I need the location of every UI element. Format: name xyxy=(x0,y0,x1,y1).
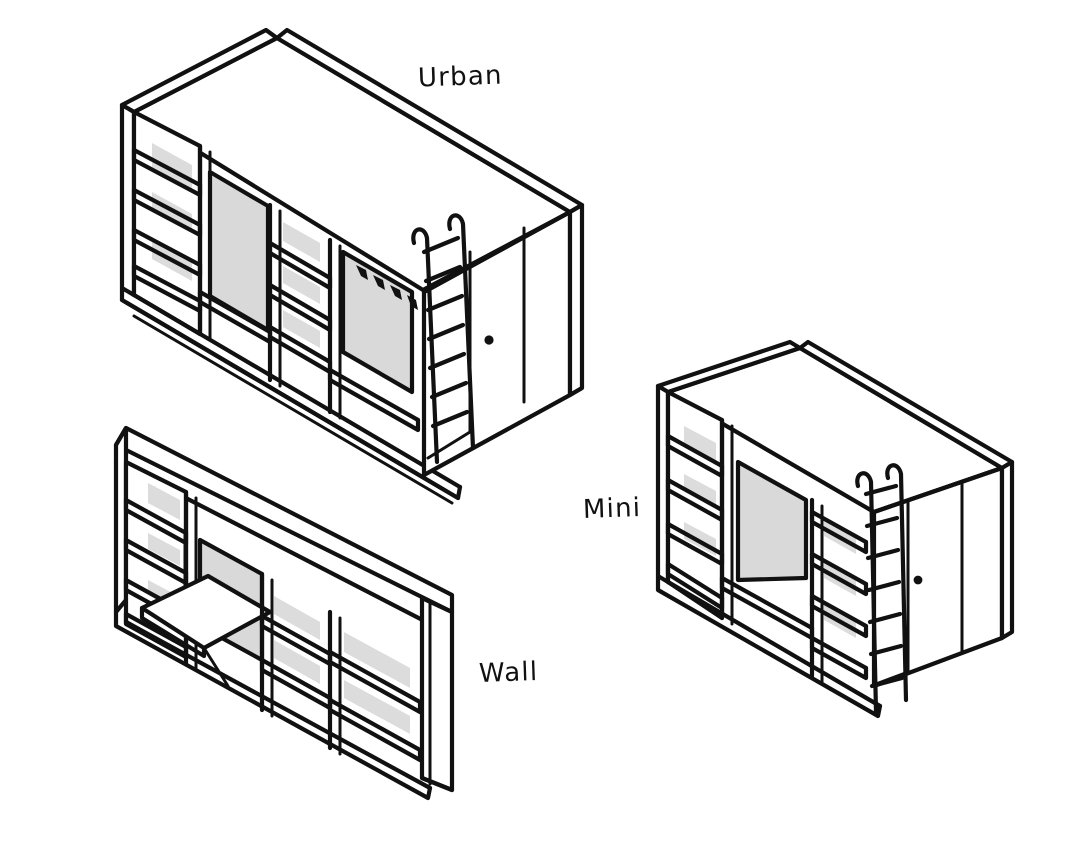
label-wall: Wall xyxy=(478,656,539,690)
wall-left-gray-1 xyxy=(148,483,180,520)
urban-bottom-rail-inner xyxy=(132,314,454,505)
urban-wardrobe-top-edge xyxy=(421,209,573,295)
wall-right-end-top xyxy=(419,595,455,615)
urban-ladder-rung-6 xyxy=(429,380,469,400)
urban-door-knob[interactable] xyxy=(484,335,494,345)
urban-ladder-rung-1 xyxy=(421,235,461,255)
mini-bay2-shelf xyxy=(719,575,815,631)
mini-ladder[interactable] xyxy=(855,463,909,715)
mini-left-gray-1 xyxy=(684,426,716,462)
mini-door-knob[interactable] xyxy=(913,575,923,585)
label-mini: Mini xyxy=(582,492,642,526)
mini-bottom-rail-edge xyxy=(655,573,883,719)
wall-right-gray-2 xyxy=(344,680,410,734)
mini-wardrobe-top-edge xyxy=(871,465,1005,515)
urban-center-gray-3 xyxy=(283,310,320,348)
urban-bottom-rail-top xyxy=(131,292,463,490)
urban-ladder-rung-7 xyxy=(430,409,470,429)
mini-ladder-rung-6 xyxy=(868,643,904,657)
wall-desk-front-edge xyxy=(139,605,207,659)
unit-mini xyxy=(655,339,1015,719)
label-urban: Urban xyxy=(417,60,504,94)
mini-ladder-rail-left xyxy=(855,471,879,715)
urban-ladder-rung-4 xyxy=(426,322,466,342)
urban-bay4-shelf-edge xyxy=(327,367,421,433)
wall-right-end-slab xyxy=(419,595,455,793)
mini-ladder-rung-7 xyxy=(869,675,905,689)
wall-right-bottom xyxy=(419,775,455,793)
urban-wardrobe-right-edge xyxy=(567,202,585,398)
urban-coat-hooks xyxy=(356,265,418,310)
wall-fold-down-desk xyxy=(139,573,273,651)
urban-gray-panel-main xyxy=(207,169,271,333)
urban-ladder-rung-3 xyxy=(425,293,465,313)
urban-center-gray-1 xyxy=(283,222,320,262)
wall-left-gray-2 xyxy=(148,533,180,566)
urban-bottom-band xyxy=(119,297,461,501)
urban-bay2-shelf xyxy=(197,289,273,335)
urban-ladder-rail-left xyxy=(411,227,440,465)
mini-wardrobe-right-edge xyxy=(999,459,1015,641)
urban-center-gray-2 xyxy=(283,266,320,304)
urban-ladder[interactable] xyxy=(411,213,476,465)
urban-ladder-rung-5 xyxy=(427,351,467,371)
mini-right-shelves xyxy=(809,509,869,681)
mini-ladder-rung-2 xyxy=(864,515,900,529)
unit-wall xyxy=(113,425,455,801)
mini-ladder-rung-4 xyxy=(866,579,902,593)
mini-ladder-rung-5 xyxy=(867,611,903,625)
urban-ladder-rail-right xyxy=(447,213,476,451)
urban-ladder-rung-2 xyxy=(423,264,463,284)
wall-right-gray-1 xyxy=(344,632,410,688)
urban-bay4-shelf xyxy=(327,367,421,423)
mini-ladder-rung-1 xyxy=(863,483,899,497)
unit-urban xyxy=(119,27,585,505)
mini-bottom-rail xyxy=(665,579,883,709)
wall-center-gray-2 xyxy=(274,640,320,684)
mini-left-gray-2 xyxy=(684,474,716,508)
wall-bottom-rail-edge xyxy=(113,609,433,801)
wall-center-gray-1 xyxy=(274,596,320,640)
wall-desk-support xyxy=(202,646,230,688)
wall-bottom-rail xyxy=(123,619,433,791)
mini-ladder-rail-right xyxy=(885,463,909,703)
urban-gray-panel-hooks xyxy=(340,249,415,395)
mini-ladder-rung-3 xyxy=(865,547,901,561)
mini-gray-panel-main xyxy=(735,459,809,583)
